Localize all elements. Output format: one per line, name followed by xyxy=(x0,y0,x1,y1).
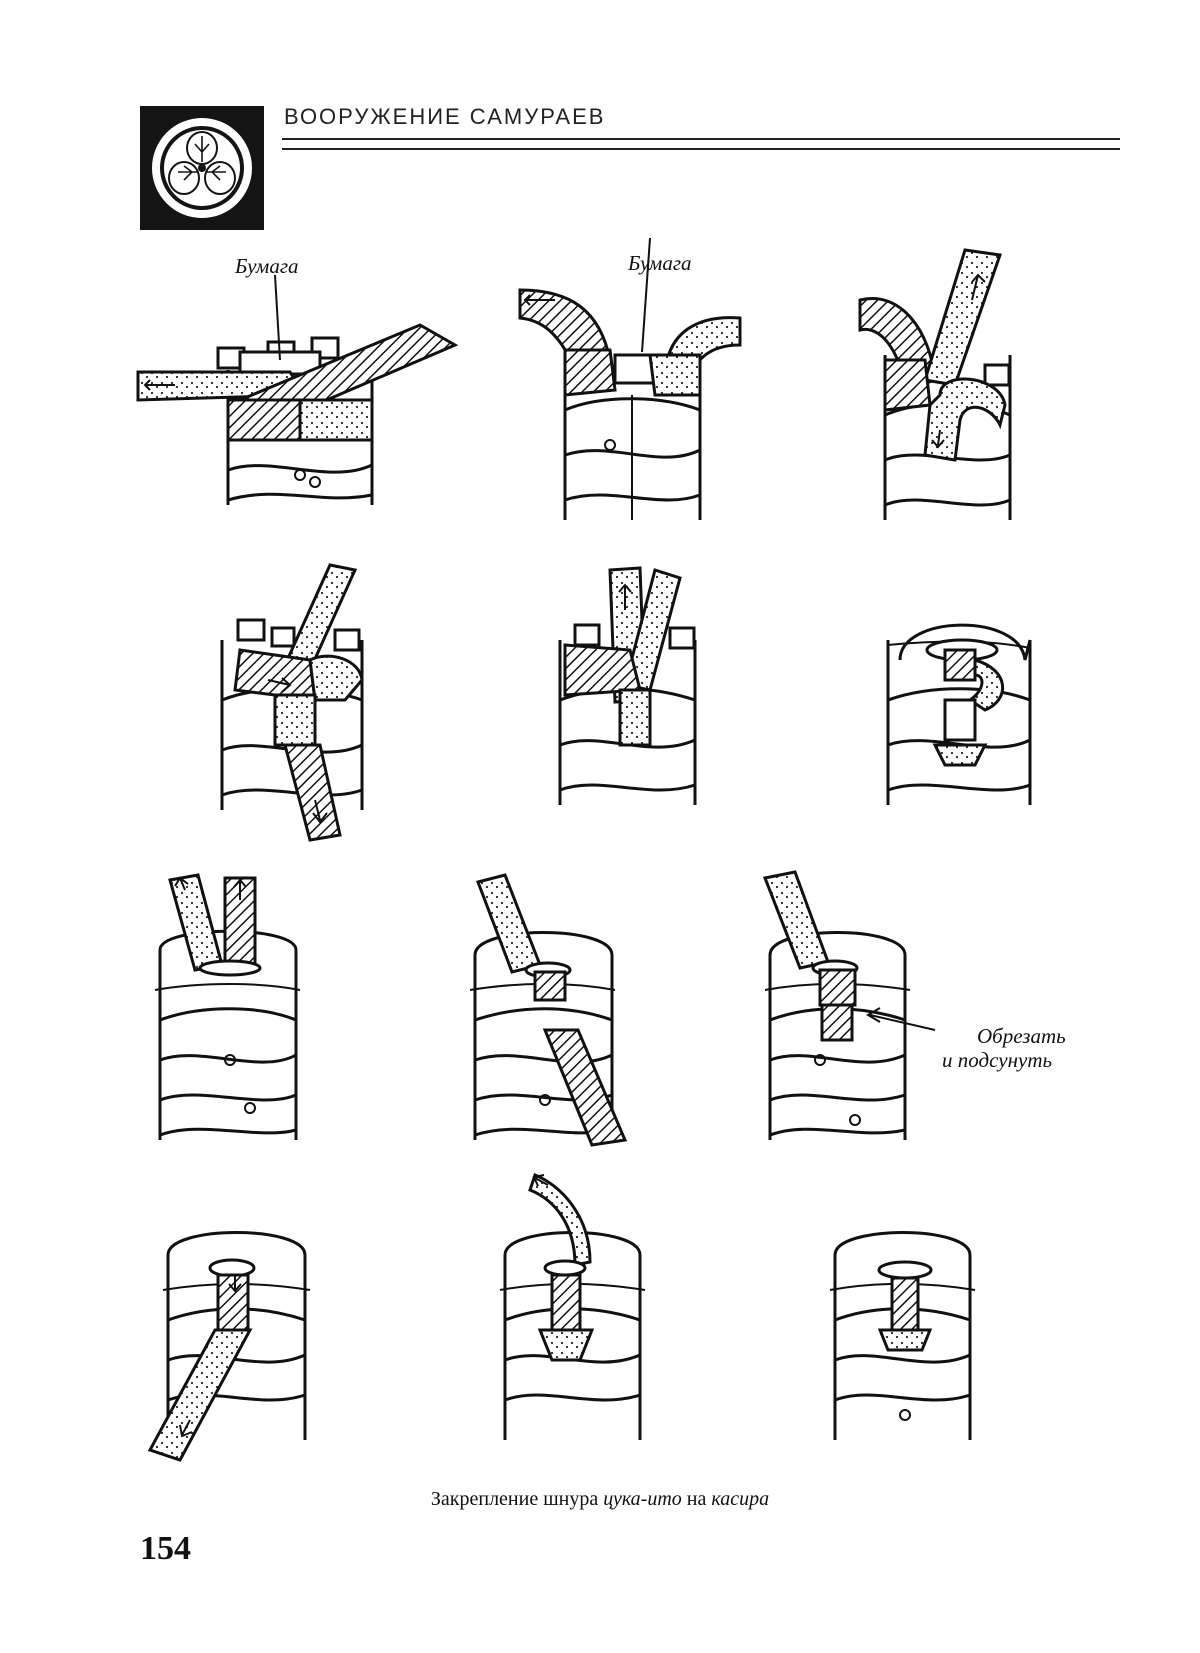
caption-prefix: Закрепление шнура xyxy=(430,1488,604,1510)
figure-caption: Закрепление шнура цука-ито на касира xyxy=(0,1488,1200,1511)
header-rule-top xyxy=(282,138,1120,140)
label-cut-line1: Обрезать xyxy=(977,1024,1066,1048)
step-12-figure xyxy=(829,1231,976,1440)
trefoil-crest-icon xyxy=(152,118,252,218)
step-4-figure xyxy=(220,563,364,842)
step-8-figure xyxy=(469,873,628,1147)
running-header-title: ВООРУЖЕНИЕ САМУРАЕВ xyxy=(284,104,606,129)
caption-middle: на xyxy=(681,1488,712,1510)
label-paper-1: Бумага xyxy=(235,254,299,278)
label-paper-2: Бумага xyxy=(628,251,692,275)
header-rule-bottom xyxy=(282,148,1120,150)
step-5-figure xyxy=(558,566,697,805)
step-2-figure xyxy=(518,237,742,520)
step-9-figure xyxy=(762,870,936,1140)
crest-emblem xyxy=(140,106,264,230)
step-6-figure xyxy=(886,623,1032,805)
step-10-figure xyxy=(147,1231,311,1462)
page-number: 154 xyxy=(140,1530,191,1567)
step-3-figure xyxy=(858,248,1012,520)
step-7-figure xyxy=(154,873,301,1140)
step-11-figure xyxy=(499,1173,646,1440)
label-cut-line2: и подсунуть xyxy=(942,1048,1053,1072)
caption-term-tsuka-ito: цука-ито xyxy=(603,1488,682,1510)
caption-term-kashira: касира xyxy=(711,1488,770,1510)
step-1-figure xyxy=(136,274,459,505)
